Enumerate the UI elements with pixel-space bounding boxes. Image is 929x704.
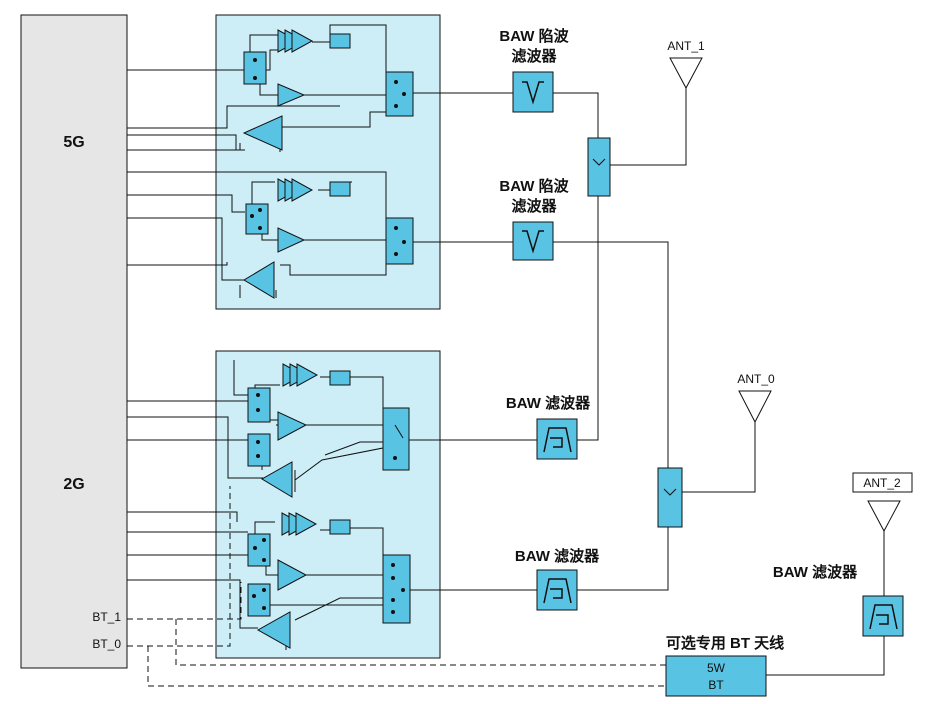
label-2g: 2G bbox=[63, 476, 84, 493]
baw-notch-filter-mid bbox=[512, 221, 554, 261]
diplexer-5g bbox=[587, 137, 611, 197]
switch-2g-b2 bbox=[247, 583, 271, 617]
coupler-2g-a bbox=[329, 370, 351, 386]
ant1-label: ANT_1 bbox=[667, 39, 705, 53]
antenna-1-icon bbox=[669, 57, 703, 90]
baw-2g-bot-label: BAW 滤波器 bbox=[515, 547, 600, 565]
coupler-5g-b bbox=[329, 181, 351, 197]
wifi-chip bbox=[20, 14, 128, 669]
baw-bt-label: BAW 滤波器 bbox=[773, 563, 858, 581]
ant-switch-2g-b bbox=[382, 554, 411, 624]
label-5g: 5G bbox=[63, 134, 84, 151]
switch-2g-a bbox=[247, 387, 271, 423]
baw-notch-filter-top bbox=[512, 71, 554, 113]
bt-module-line2: BT bbox=[708, 678, 724, 692]
ant2-label: ANT_2 bbox=[863, 476, 901, 490]
fem-5g-path-b bbox=[127, 171, 669, 468]
ant2-label-box bbox=[852, 472, 913, 493]
pin-bt1: BT_1 bbox=[92, 610, 121, 624]
diplexer-2g bbox=[657, 467, 683, 528]
notch-mid-label-1: BAW 陷波 bbox=[499, 177, 569, 195]
baw-filter-2g-bot bbox=[536, 569, 578, 611]
bt-module-caption: 可选专用 BT 天线 bbox=[666, 634, 784, 652]
coupler-2g-b bbox=[329, 519, 351, 535]
switch-5g-b bbox=[245, 203, 269, 235]
bt-dashed-lines bbox=[127, 486, 666, 687]
bt-module bbox=[665, 655, 767, 697]
pin-bt0: BT_0 bbox=[92, 637, 121, 651]
switch-5g-a bbox=[243, 51, 267, 85]
ant0-label: ANT_0 bbox=[737, 372, 775, 386]
notch-top-label-1: BAW 陷波 bbox=[499, 27, 569, 45]
notch-mid-label-2: 滤波器 bbox=[511, 197, 557, 215]
coupler-5g-a bbox=[329, 33, 351, 49]
switch-2g-a2 bbox=[247, 433, 271, 467]
baw-filter-bt bbox=[862, 595, 904, 637]
antenna-2-icon bbox=[867, 500, 901, 533]
antenna-0-icon bbox=[738, 390, 772, 424]
bt-module-line1: 5W bbox=[707, 661, 726, 675]
ant-switch-5g-b bbox=[385, 217, 414, 265]
baw-filter-2g-top bbox=[536, 418, 578, 460]
baw-2g-top-label: BAW 滤波器 bbox=[506, 394, 591, 412]
notch-top-label-2: 滤波器 bbox=[511, 47, 557, 65]
ant-switch-5g-a bbox=[385, 71, 414, 117]
switch-2g-b bbox=[247, 533, 271, 567]
ant-switch-2g-a bbox=[382, 407, 410, 471]
